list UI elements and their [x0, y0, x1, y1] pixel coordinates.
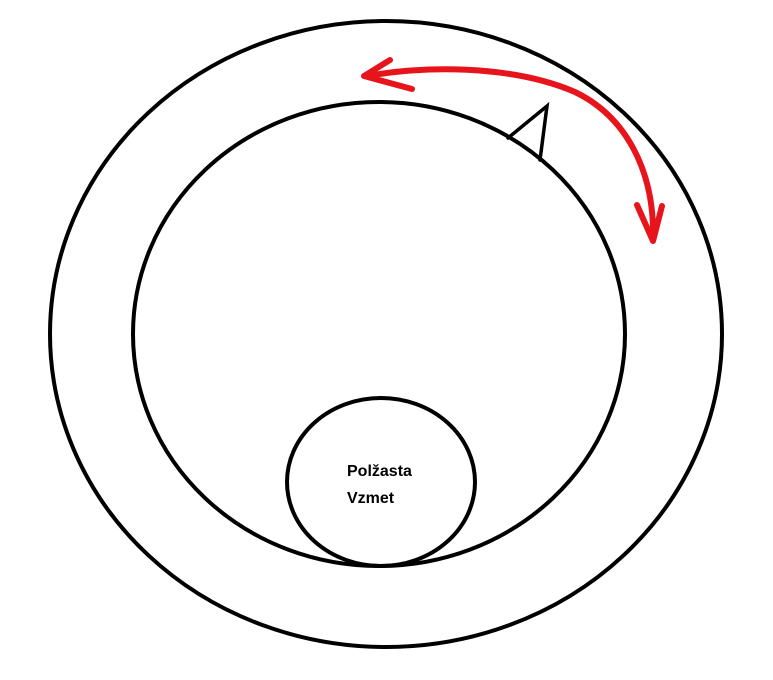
spring-label-line2: Vzmet	[347, 490, 395, 507]
double-headed-curved-arrow-icon	[361, 57, 665, 244]
spring-circle	[285, 396, 477, 568]
triangle-pointer-icon	[506, 101, 550, 162]
outer-circle	[48, 19, 724, 649]
spring-label-line1: Polžasta	[347, 463, 412, 480]
